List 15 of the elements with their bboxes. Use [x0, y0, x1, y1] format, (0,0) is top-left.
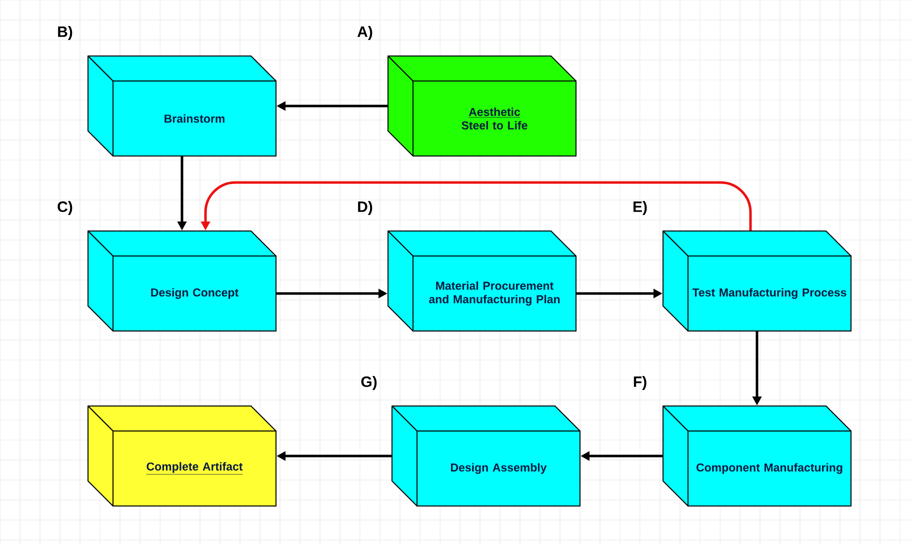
cube-box: Component Manufacturing: [662, 406, 852, 506]
step-letter: A): [357, 26, 372, 40]
cube-box: Complete Artifact: [88, 406, 276, 506]
cube-box: Test Manufacturing Process: [662, 230, 852, 332]
step-letter: G): [361, 376, 377, 390]
step-letter: E): [634, 201, 647, 215]
cube-box: Aesthetic Steel to Life: [388, 56, 576, 156]
cube-box: Material Procurement and Manufacturing Plan: [388, 230, 576, 332]
cube-box: Design Concept: [88, 230, 276, 332]
step-letter: D): [358, 201, 372, 215]
cube-box: Brainstorm: [88, 56, 276, 156]
step-letter: B): [58, 26, 72, 40]
cube-box: Design Assembly: [392, 406, 580, 506]
step-letter: F): [634, 376, 646, 390]
step-letter: C): [58, 201, 72, 215]
